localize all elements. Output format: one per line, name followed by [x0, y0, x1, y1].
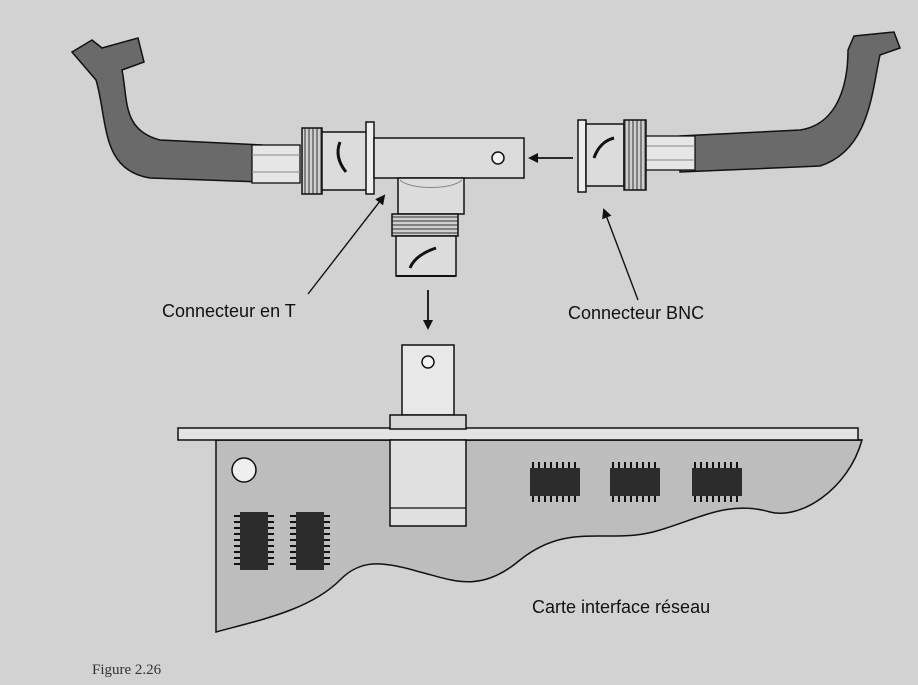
chip	[234, 512, 274, 570]
nic-bnc-port-icon	[389, 344, 467, 527]
figure-caption: Figure 2.26	[92, 662, 162, 678]
label-bnc-connector: Connecteur BNC	[568, 303, 705, 323]
label-t-connector: Connecteur en T	[162, 301, 296, 321]
t-connector-icon	[301, 121, 525, 277]
chip	[692, 462, 742, 502]
bnc-connector-icon	[577, 119, 647, 193]
tee-leader-line	[307, 194, 386, 295]
chip	[530, 462, 580, 502]
chip	[290, 512, 330, 570]
mounting-bracket	[177, 427, 859, 441]
right-cable-icon	[644, 31, 901, 173]
board-hole	[231, 457, 257, 483]
chip	[610, 462, 660, 502]
left-cable-icon	[70, 37, 301, 184]
bnc-leader-line	[602, 208, 639, 301]
label-network-card: Carte interface réseau	[532, 597, 711, 617]
